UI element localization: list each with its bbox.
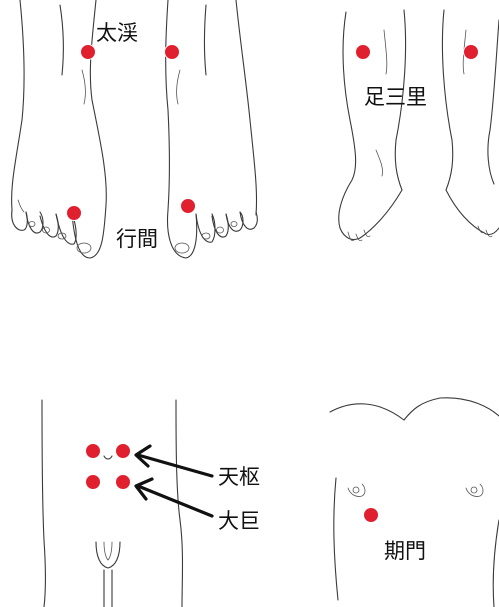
kimon-point — [364, 508, 379, 523]
koukan-point-left — [67, 206, 82, 221]
taikei-point-right — [165, 45, 180, 60]
ashi-sanri-label: 足三里 — [364, 85, 427, 109]
tensuu-point-right — [116, 444, 131, 459]
ashi-sanri-point-left — [356, 45, 371, 60]
feet-illustration: 太渓 行間 — [12, 0, 258, 258]
koukan-label: 行間 — [116, 227, 158, 251]
tensuu-label: 天枢 — [218, 465, 260, 489]
koukan-point-right — [181, 199, 196, 214]
legs-illustration: 足三里 — [339, 10, 499, 241]
taiko-point-left — [86, 475, 101, 490]
taikei-point-left — [81, 45, 96, 60]
tensuu-arrow — [136, 446, 212, 476]
kimon-label: 期門 — [384, 539, 426, 563]
taiko-label: 大巨 — [218, 509, 260, 533]
abdomen-illustration: 天枢 大巨 — [42, 400, 260, 607]
chest-illustration: 期門 — [330, 398, 499, 607]
taikei-label: 太渓 — [96, 21, 138, 45]
taiko-arrow — [136, 479, 212, 516]
tensuu-point-left — [86, 444, 101, 459]
ashi-sanri-point-right — [464, 45, 479, 60]
taiko-point-right — [116, 475, 131, 490]
